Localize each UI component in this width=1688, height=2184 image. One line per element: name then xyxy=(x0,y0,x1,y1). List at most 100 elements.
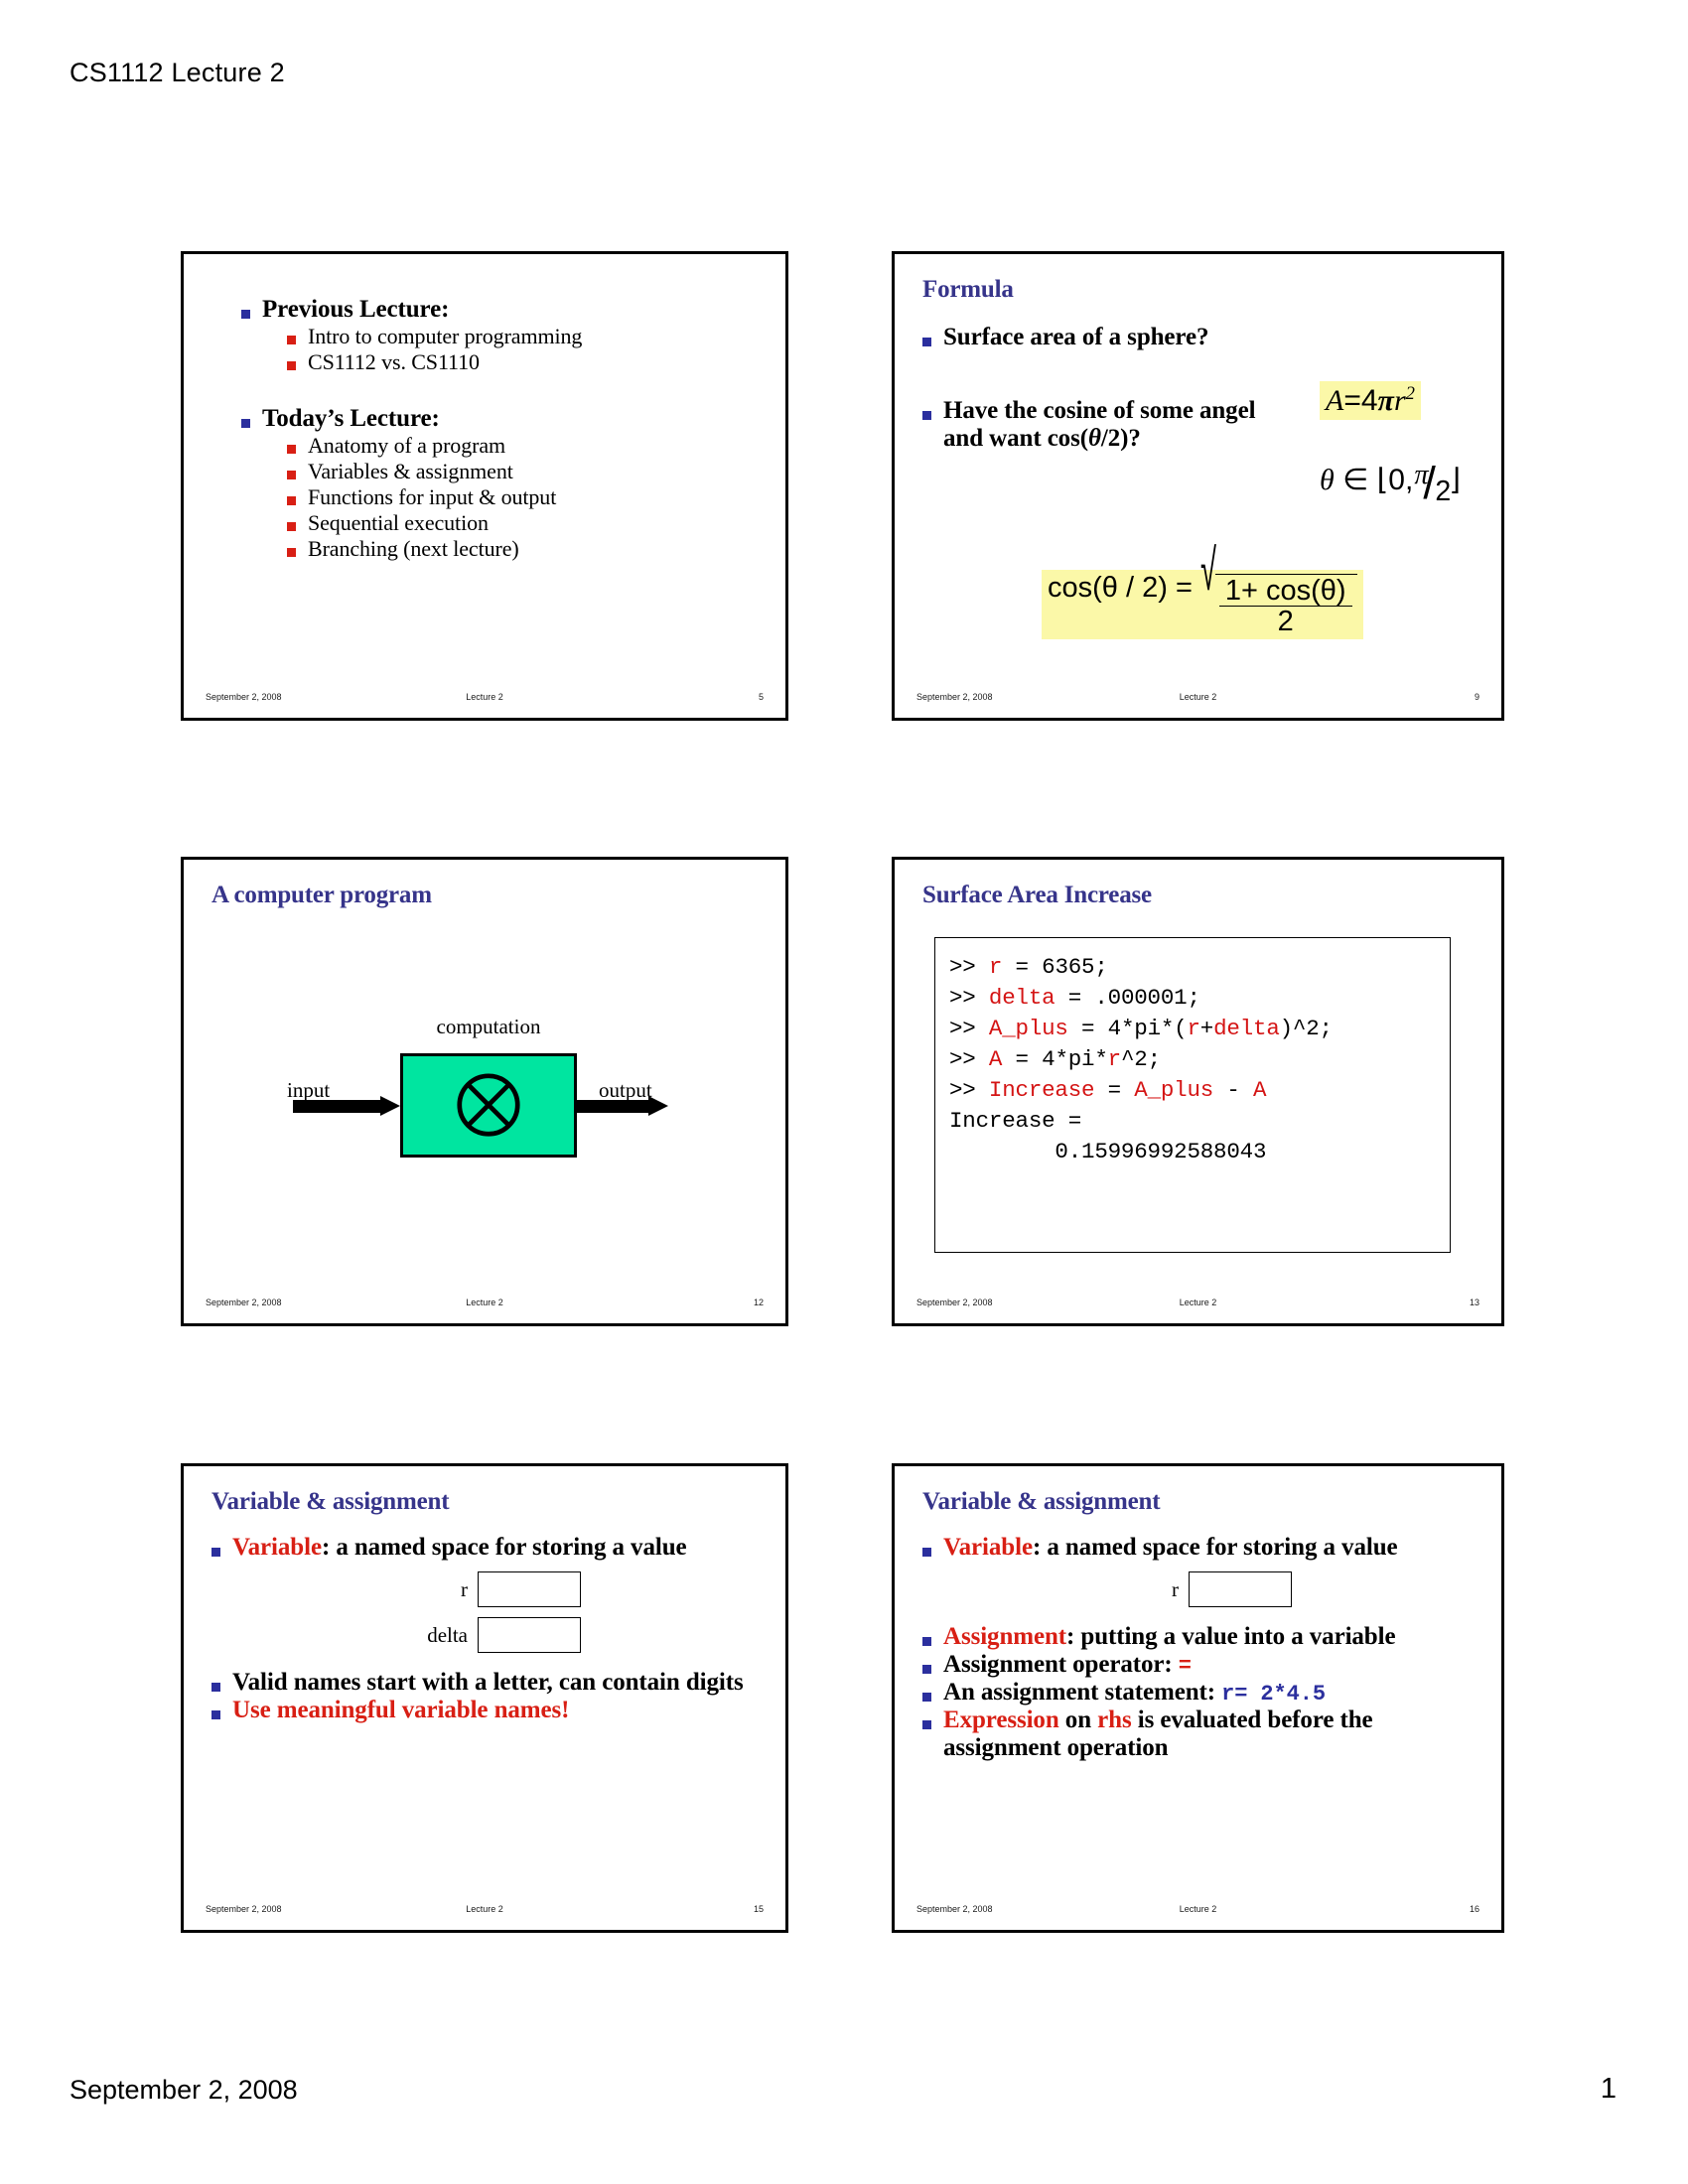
code-line: >> delta = .000001; xyxy=(949,983,1440,1014)
slide-footer-label: Lecture 2 xyxy=(1179,1904,1217,1914)
bullet-variable-definition: Variable: a named space for storing a va… xyxy=(922,1534,1483,1562)
slide-variable-assignment-2-body: Variable: a named space for storing a va… xyxy=(922,1534,1483,1762)
circled-x-icon xyxy=(457,1073,520,1137)
code-identifier: A_plus xyxy=(1134,1077,1214,1104)
bullet-assignment-operator: Assignment operator: = xyxy=(922,1651,1483,1679)
code-identifier: r xyxy=(1187,1016,1200,1042)
formula-theta-domain: θ ∈ ⌊0,π/2⌋ xyxy=(1320,457,1462,508)
slide-footer: September 2, 2008 Lecture 2 16 xyxy=(895,1904,1501,1918)
slide-outline: Previous Lecture: Intro to computer prog… xyxy=(181,251,788,721)
half-angle-fraction: 1+ cos(θ) 2 xyxy=(1218,576,1352,637)
bullet-square-red-icon xyxy=(287,445,296,455)
code-text: = xyxy=(1094,1077,1135,1104)
bullet-assignment-statement: An assignment statement: r= 2*4.5 xyxy=(922,1679,1483,1706)
spacer xyxy=(922,1607,1483,1623)
bullet-valid-names: Valid names start with a letter, can con… xyxy=(211,1669,768,1697)
formula-half-angle-highlight: cos(θ / 2) = √ 1+ cos(θ) 2 xyxy=(1042,543,1363,639)
bullet-square-blue-icon xyxy=(211,1709,220,1719)
slide-footer-date: September 2, 2008 xyxy=(206,1297,282,1307)
computation-label: computation xyxy=(436,1015,541,1038)
slide-title: Variable & assignment xyxy=(211,1488,450,1515)
bullet-todays-lecture: Today’s Lecture: xyxy=(241,405,768,433)
bullet-square-blue-icon xyxy=(922,1664,931,1674)
formula-sphere-area-highlight: A=4πr2 xyxy=(1320,381,1421,420)
code-identifier: r xyxy=(1107,1046,1122,1073)
code-identifier: A xyxy=(1253,1077,1267,1104)
code-line: >> A = 4*pi*r^2; xyxy=(949,1044,1440,1075)
code-text: ^2; xyxy=(1120,1046,1161,1073)
slide-footer-number: 9 xyxy=(1474,692,1479,702)
slide-footer: September 2, 2008 Lecture 2 5 xyxy=(184,692,785,706)
slide-surface-area-increase: Surface Area Increase >> r = 6365;>> del… xyxy=(892,857,1504,1326)
code-text: )^2; xyxy=(1279,1016,1333,1042)
slide-formula-body: Surface area of a sphere? Have the cosin… xyxy=(922,324,1485,639)
bullet-previous-lecture: Previous Lecture: xyxy=(241,296,768,324)
slide-footer: September 2, 2008 Lecture 2 13 xyxy=(895,1297,1501,1311)
variable-value-box[interactable] xyxy=(1189,1571,1292,1607)
slide-variable-assignment-2: Variable & assignment Variable: a named … xyxy=(892,1463,1504,1933)
code-text: + xyxy=(1199,1016,1214,1042)
assignment-statement-code: r= 2*4.5 xyxy=(1221,1682,1326,1706)
bullet-assignment-definition: Assignment: putting a value into a varia… xyxy=(922,1623,1483,1651)
bullet-surface-area-question: Surface area of a sphere? xyxy=(922,324,1310,351)
assignment-operator-code: = xyxy=(1178,1654,1192,1679)
list-item: CS1112 vs. CS1110 xyxy=(287,349,768,375)
variable-box-row-r: r xyxy=(1121,1571,1483,1607)
computation-box xyxy=(400,1053,577,1158)
slide-footer-number: 5 xyxy=(758,692,764,702)
code-identifier: A xyxy=(988,1046,1003,1073)
code-text: >> xyxy=(949,1077,989,1104)
slide-outline-body: Previous Lecture: Intro to computer prog… xyxy=(241,296,768,562)
slide-footer-date: September 2, 2008 xyxy=(206,1904,282,1914)
bullet-square-blue-icon xyxy=(922,337,931,346)
code-line: 0.15996992588043 xyxy=(949,1137,1440,1167)
spacer xyxy=(211,1653,768,1669)
input-arrow-icon xyxy=(293,1096,400,1116)
bullet-square-blue-icon xyxy=(922,1547,931,1557)
code-line: >> Increase = A_plus - A xyxy=(949,1075,1440,1106)
code-text: >> xyxy=(949,985,989,1012)
bullet-square-red-icon xyxy=(287,336,296,345)
slide-title: Formula xyxy=(922,276,1014,303)
slide-formula: Formula Surface area of a sphere? Have t… xyxy=(892,251,1504,721)
bullet-square-red-icon xyxy=(287,471,296,480)
bullet-meaningful-names: Use meaningful variable names! xyxy=(211,1697,768,1724)
bullet-square-blue-icon xyxy=(241,309,250,319)
variable-value-box[interactable] xyxy=(478,1571,581,1607)
bullet-square-red-icon xyxy=(287,522,296,532)
input-label: input xyxy=(287,1078,331,1102)
slide-footer: September 2, 2008 Lecture 2 15 xyxy=(184,1904,785,1918)
code-line: >> A_plus = 4*pi*(r+delta)^2; xyxy=(949,1014,1440,1044)
slide-footer-date: September 2, 2008 xyxy=(916,692,993,702)
bullet-square-blue-icon xyxy=(922,410,931,420)
slide-footer-label: Lecture 2 xyxy=(466,692,503,702)
variable-box-label: delta xyxy=(427,1622,468,1647)
slide-footer-date: September 2, 2008 xyxy=(206,692,282,702)
slide-footer: September 2, 2008 Lecture 2 9 xyxy=(895,692,1501,706)
code-identifier: delta xyxy=(1213,1016,1280,1042)
output-label: output xyxy=(599,1078,652,1102)
slide-footer-label: Lecture 2 xyxy=(1179,692,1217,702)
code-identifier: Increase xyxy=(988,1077,1095,1104)
variable-value-box[interactable] xyxy=(478,1617,581,1653)
code-text: >> xyxy=(949,954,989,980)
code-text: = 4*pi* xyxy=(1002,1046,1108,1073)
bullet-square-blue-icon xyxy=(211,1682,220,1692)
slide-footer-label: Lecture 2 xyxy=(466,1297,503,1307)
code-text: = 4*pi*( xyxy=(1067,1016,1188,1042)
code-text: = .000001; xyxy=(1055,985,1200,1012)
code-text: - xyxy=(1213,1077,1254,1104)
slide-footer: September 2, 2008 Lecture 2 12 xyxy=(184,1297,785,1311)
bullet-square-blue-icon xyxy=(922,1719,931,1729)
bullet-square-blue-icon xyxy=(241,418,250,428)
list-item: Intro to computer programming xyxy=(287,324,768,349)
cosine-question-line1: Have the cosine of some angel xyxy=(943,397,1256,424)
bullet-square-red-icon xyxy=(287,548,296,558)
slide-title: A computer program xyxy=(211,882,432,908)
todays-lecture-items: Anatomy of a program Variables & assignm… xyxy=(287,433,768,562)
slide-footer-number: 13 xyxy=(1469,1297,1479,1307)
list-item: Anatomy of a program xyxy=(287,433,768,459)
code-identifier: delta xyxy=(988,985,1055,1012)
variable-box-row-delta: delta xyxy=(410,1617,768,1653)
bullet-variable-definition: Variable: a named space for storing a va… xyxy=(211,1534,768,1562)
